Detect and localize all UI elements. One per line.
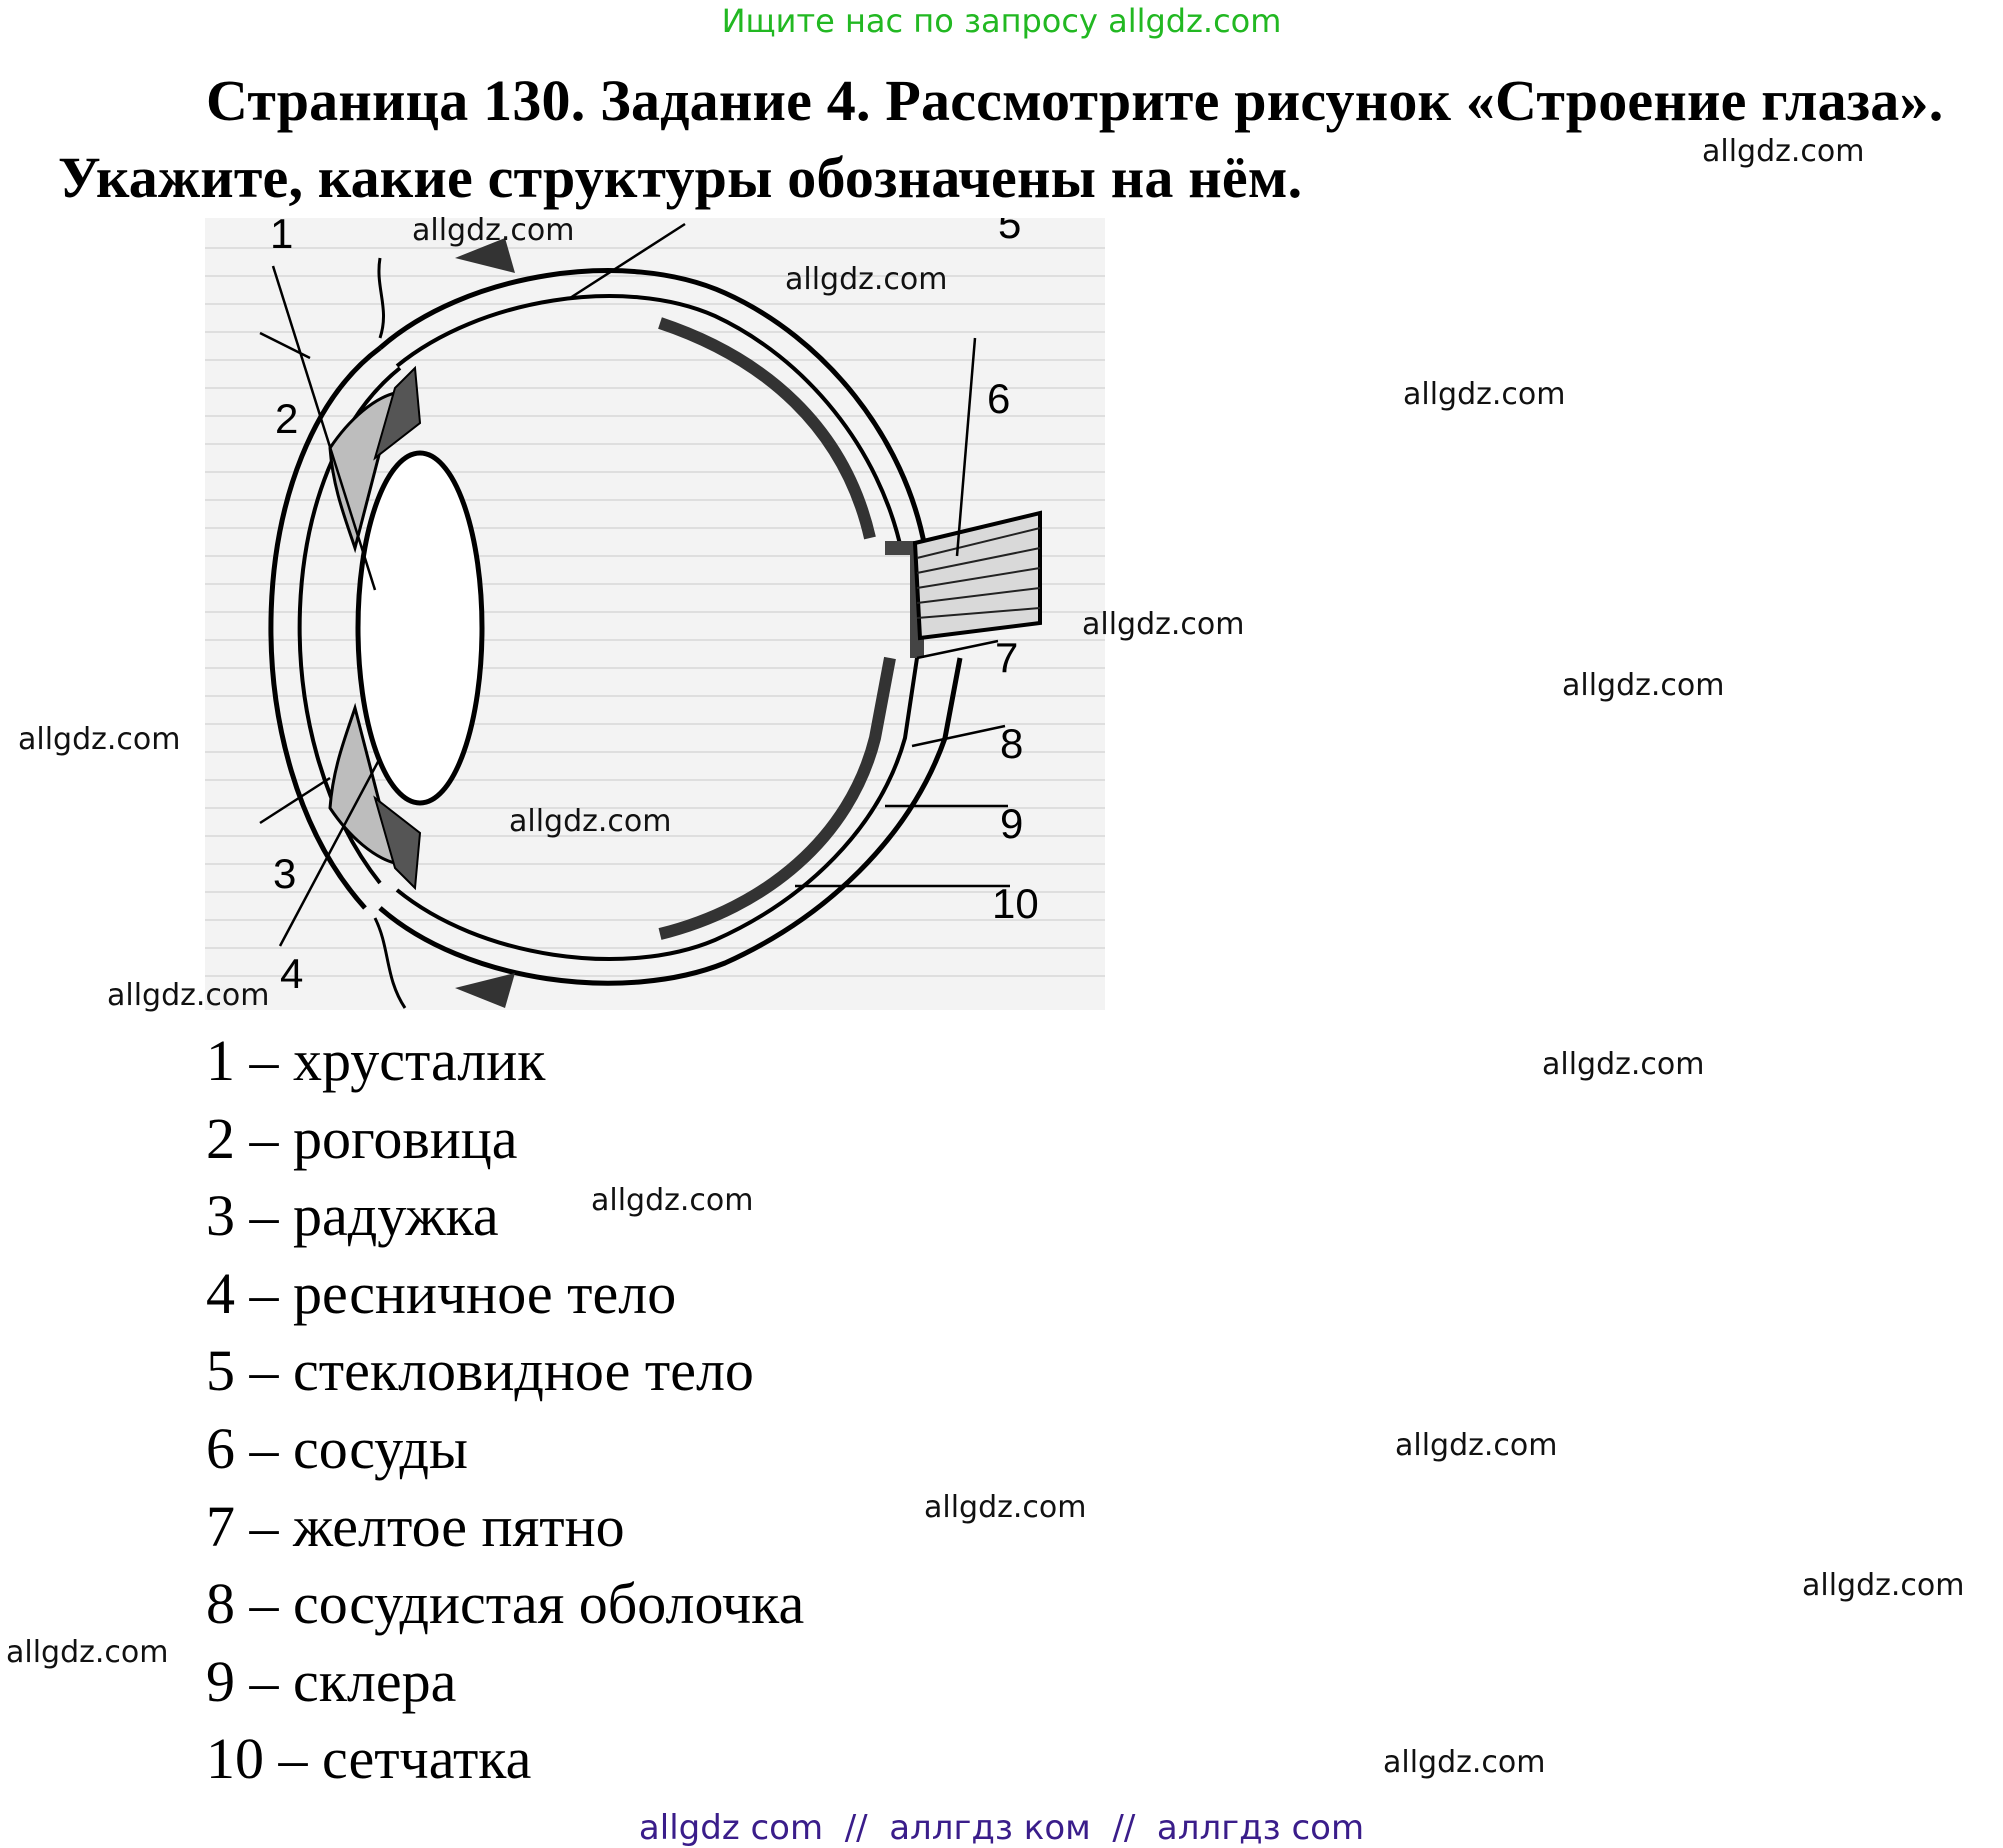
label-3: 3 xyxy=(273,850,296,897)
watermark: allgdz.com xyxy=(509,804,672,839)
label-6: 6 xyxy=(987,375,1010,422)
answer-item-1: 1 – хрусталик xyxy=(206,1028,546,1093)
label-8: 8 xyxy=(1000,720,1023,767)
watermark: allgdz.com xyxy=(591,1183,754,1218)
answer-item-9: 9 – склера xyxy=(206,1648,457,1714)
label-10: 10 xyxy=(992,880,1039,927)
watermark: allgdz.com xyxy=(785,262,948,297)
label-5: 5 xyxy=(998,218,1021,247)
watermark: allgdz.com xyxy=(1562,668,1725,703)
watermark: allgdz.com xyxy=(1702,134,1865,169)
label-9: 9 xyxy=(1000,800,1023,847)
answer-item-3: 3 – радужка xyxy=(206,1183,499,1249)
task-title-line-1: Страница 130. Задание 4. Рассмотрите рис… xyxy=(206,68,1944,133)
eye-diagram: 1 2 3 4 5 6 7 8 9 10 xyxy=(205,218,1105,1010)
watermark: allgdz.com xyxy=(1082,607,1245,642)
footer-links[interactable]: allgdz com // аллгдз ком // аллгдз com xyxy=(638,1808,1365,1848)
watermark: allgdz.com xyxy=(1383,1745,1546,1780)
answer-item-2: 2 – роговица xyxy=(206,1105,518,1171)
watermark: allgdz.com xyxy=(6,1635,169,1670)
answer-item-10: 10 – сетчатка xyxy=(206,1726,532,1792)
label-1: 1 xyxy=(270,218,293,257)
watermark: allgdz.com xyxy=(1542,1047,1705,1082)
answer-list: 1 – хрусталик 2 – роговица 3 – радужка 4… xyxy=(206,1022,804,1798)
task-title-line-2: Укажите, какие структуры обозначены на н… xyxy=(58,145,1303,210)
watermark: allgdz.com xyxy=(412,213,575,248)
watermark: allgdz.com xyxy=(924,1490,1087,1525)
label-7: 7 xyxy=(995,634,1018,681)
answer-item-6: 6 – сосуды xyxy=(206,1415,468,1481)
watermark: allgdz.com xyxy=(1802,1568,1965,1603)
label-2: 2 xyxy=(275,395,298,442)
label-4: 4 xyxy=(280,950,303,997)
answer-item-4: 4 – ресничное тело xyxy=(206,1260,677,1326)
answer-item-8: 8 – сосудистая оболочка xyxy=(206,1571,805,1637)
top-search-link[interactable]: Ищите нас по запросу allgdz.com xyxy=(721,2,1282,40)
answer-item-5: 5 – стекловидное тело xyxy=(206,1338,754,1404)
watermark: allgdz.com xyxy=(1403,377,1566,412)
answer-item-7: 7 – желтое пятно xyxy=(206,1493,625,1559)
eye-structure-figure: 1 2 3 4 5 6 7 8 9 10 xyxy=(205,218,1105,1010)
watermark: allgdz.com xyxy=(107,978,270,1013)
watermark: allgdz.com xyxy=(18,722,181,757)
watermark: allgdz.com xyxy=(1395,1428,1558,1463)
